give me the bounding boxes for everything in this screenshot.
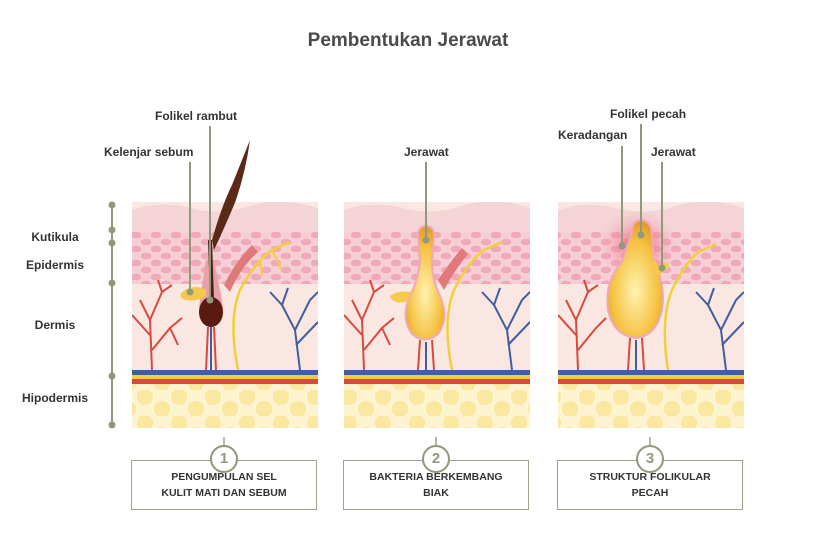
panel-1-skin	[132, 202, 318, 428]
step-connectors	[223, 437, 651, 445]
panel-3-skin	[558, 202, 744, 428]
layer-label-epidermis: Epidermis	[25, 258, 85, 272]
callout-hair-follicle: Folikel rambut	[155, 109, 238, 123]
step-1-caption: PENGUMPULAN SEL KULIT MATI DAN SEBUM	[161, 471, 287, 499]
step-1-number: 1	[210, 445, 238, 473]
layer-axis	[108, 201, 116, 429]
page-title: Pembentukan Jerawat	[307, 30, 509, 51]
layer-label-hipodermis: Hipodermis	[21, 391, 88, 405]
layer-label-dermis: Dermis	[34, 318, 76, 332]
callout-pimple-2: Jerawat	[404, 145, 449, 159]
hair-shaft	[212, 140, 250, 250]
callout-sebaceous-gland: Kelenjar sebum	[104, 145, 194, 159]
layer-label-kutikula: Kutikula	[31, 230, 79, 244]
step-2-caption: BAKTERIA BERKEMBANG BIAK	[369, 471, 503, 499]
step-2-number: 2	[422, 445, 450, 473]
callout-ruptured-follicle: Folikel pecah	[610, 107, 687, 121]
callout-pimple-3: Jerawat	[651, 145, 696, 159]
callout-lines	[186, 124, 666, 304]
step-3-caption: STRUKTUR FOLIKULAR PECAH	[589, 471, 711, 499]
panel-2-skin	[344, 202, 530, 428]
callout-inflammation: Keradangan	[558, 128, 628, 142]
step-3-number: 3	[636, 445, 664, 473]
